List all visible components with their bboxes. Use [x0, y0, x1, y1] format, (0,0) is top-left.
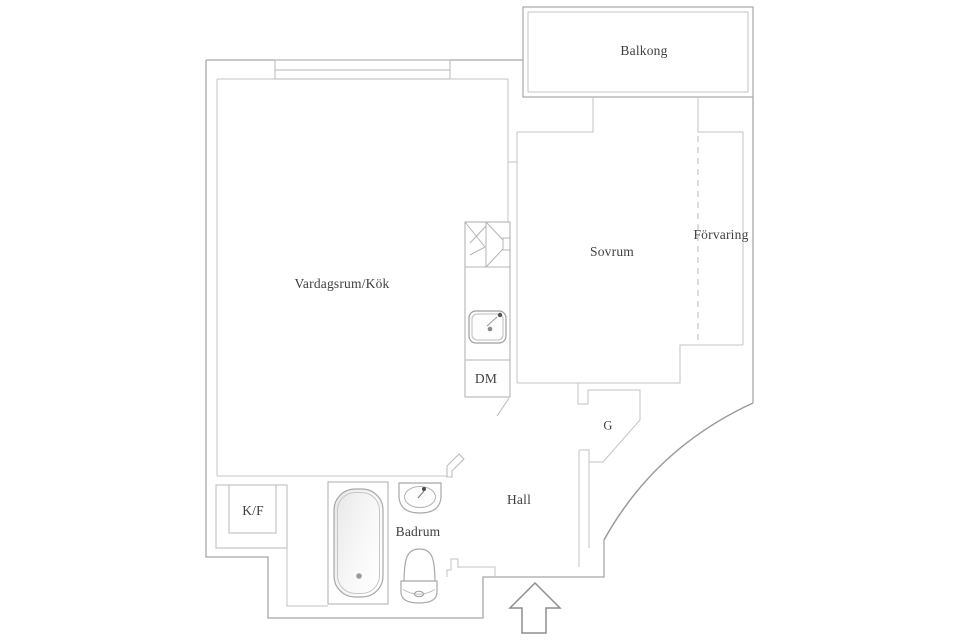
- balcony-outline: [522, 6, 754, 98]
- curved-exterior-wall: [603, 402, 754, 541]
- room-label-forvaring: Förvaring: [693, 227, 749, 242]
- fixture-label-wardrobe: G: [603, 418, 613, 433]
- room-label-balkong: Balkong: [620, 43, 668, 58]
- fixture-label-fridge-freezer: K/F: [242, 503, 264, 518]
- fixture-label-dishwasher: DM: [474, 371, 498, 386]
- washbasin: [398, 482, 442, 514]
- kitchen-counter: [464, 221, 511, 398]
- window: [274, 59, 451, 80]
- room-label-sovrum: Sovrum: [590, 244, 634, 259]
- door-leaves: [446, 397, 510, 478]
- fridge-freezer-cabinet: [215, 484, 288, 549]
- room-label-hall: Hall: [506, 492, 532, 507]
- inner-walls: [216, 78, 744, 607]
- entry-arrow: [508, 581, 562, 634]
- kitchen-door-leaf: [496, 397, 510, 417]
- kitchen-sink: [468, 310, 507, 344]
- bathtub: [327, 481, 389, 605]
- toilet: [400, 548, 438, 604]
- room-label-badrum: Badrum: [395, 524, 441, 539]
- bathroom-door-jamb: [446, 453, 465, 478]
- room-label-vardagsrum-kok: Vardagsrum/Kök: [294, 276, 390, 291]
- stove-corner-cabinet: [464, 221, 511, 268]
